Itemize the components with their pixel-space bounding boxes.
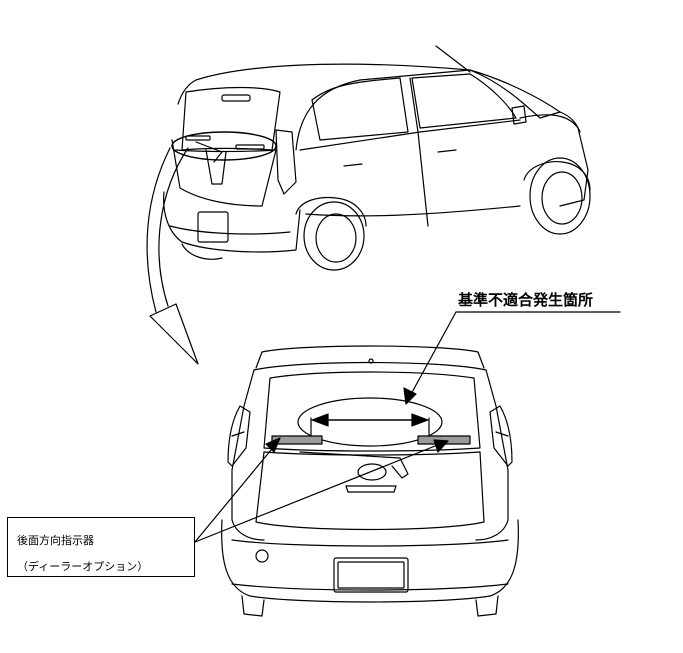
rear-indicator-label-line1: 後面方向指示器 — [17, 534, 94, 547]
indicator-leader-lines — [194, 437, 449, 543]
callout-ellipse-large — [297, 397, 443, 447]
rear-indicator-left — [271, 435, 323, 445]
car-rear-view — [221, 345, 519, 617]
license-plate-rear — [333, 557, 409, 593]
car-perspective-view — [163, 45, 591, 271]
dimension-double-arrow — [310, 413, 430, 437]
license-plate-top — [197, 211, 229, 243]
defect-location-label: 基準不適合発生箇所 — [458, 291, 594, 309]
defect-location-leader — [403, 311, 621, 405]
rear-indicator-label-line2: （ディーラーオプション） — [17, 560, 149, 573]
antenna — [435, 45, 471, 73]
rear-indicator-label-box: 後面方向指示器 （ディーラーオプション） — [7, 517, 195, 577]
callout-ellipse-small — [171, 131, 277, 161]
zoom-arrow — [146, 147, 199, 365]
